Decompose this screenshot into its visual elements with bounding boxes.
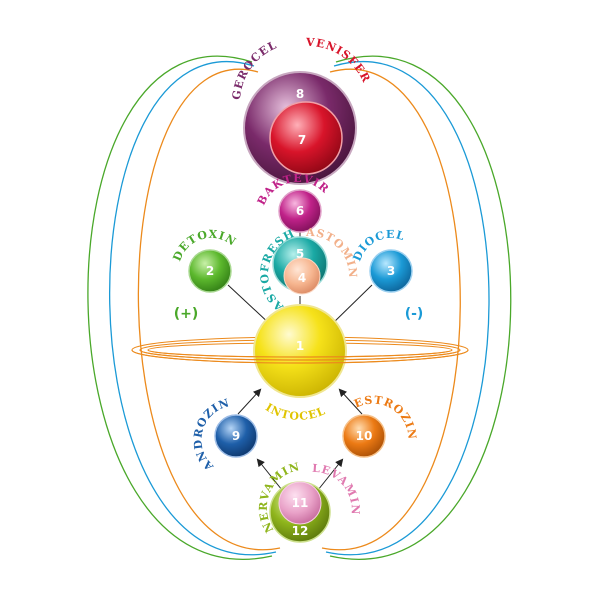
node-3-number: 3 (387, 264, 395, 278)
node-4-number: 4 (298, 271, 306, 285)
line-3-1 (330, 285, 372, 326)
node-7-number: 7 (298, 133, 306, 147)
node-10: 10 (343, 415, 385, 457)
arrow-9-1 (238, 390, 260, 414)
node-1: 1 (254, 305, 346, 397)
node-2: 2 (189, 250, 231, 292)
node-4: 4 (284, 258, 320, 294)
node-6-number: 6 (296, 204, 304, 218)
node-9: 9 (215, 415, 257, 457)
label-intocel: INTOCEL (263, 401, 328, 423)
node-10-number: 10 (356, 429, 373, 443)
node-6: 6 (279, 190, 321, 232)
node-1-number: 1 (296, 339, 304, 353)
node-11: 11 (279, 482, 321, 524)
node-12-number: 12 (292, 524, 309, 538)
plus-sign: (+) (174, 306, 199, 322)
node-9-number: 9 (232, 429, 240, 443)
minus-sign: (-) (405, 306, 424, 322)
node-11-number: 11 (292, 496, 309, 510)
node-2-number: 2 (206, 264, 214, 278)
node-8-number: 8 (296, 87, 304, 101)
node-3: 3 (370, 250, 412, 292)
node-7: 7 (270, 102, 342, 174)
